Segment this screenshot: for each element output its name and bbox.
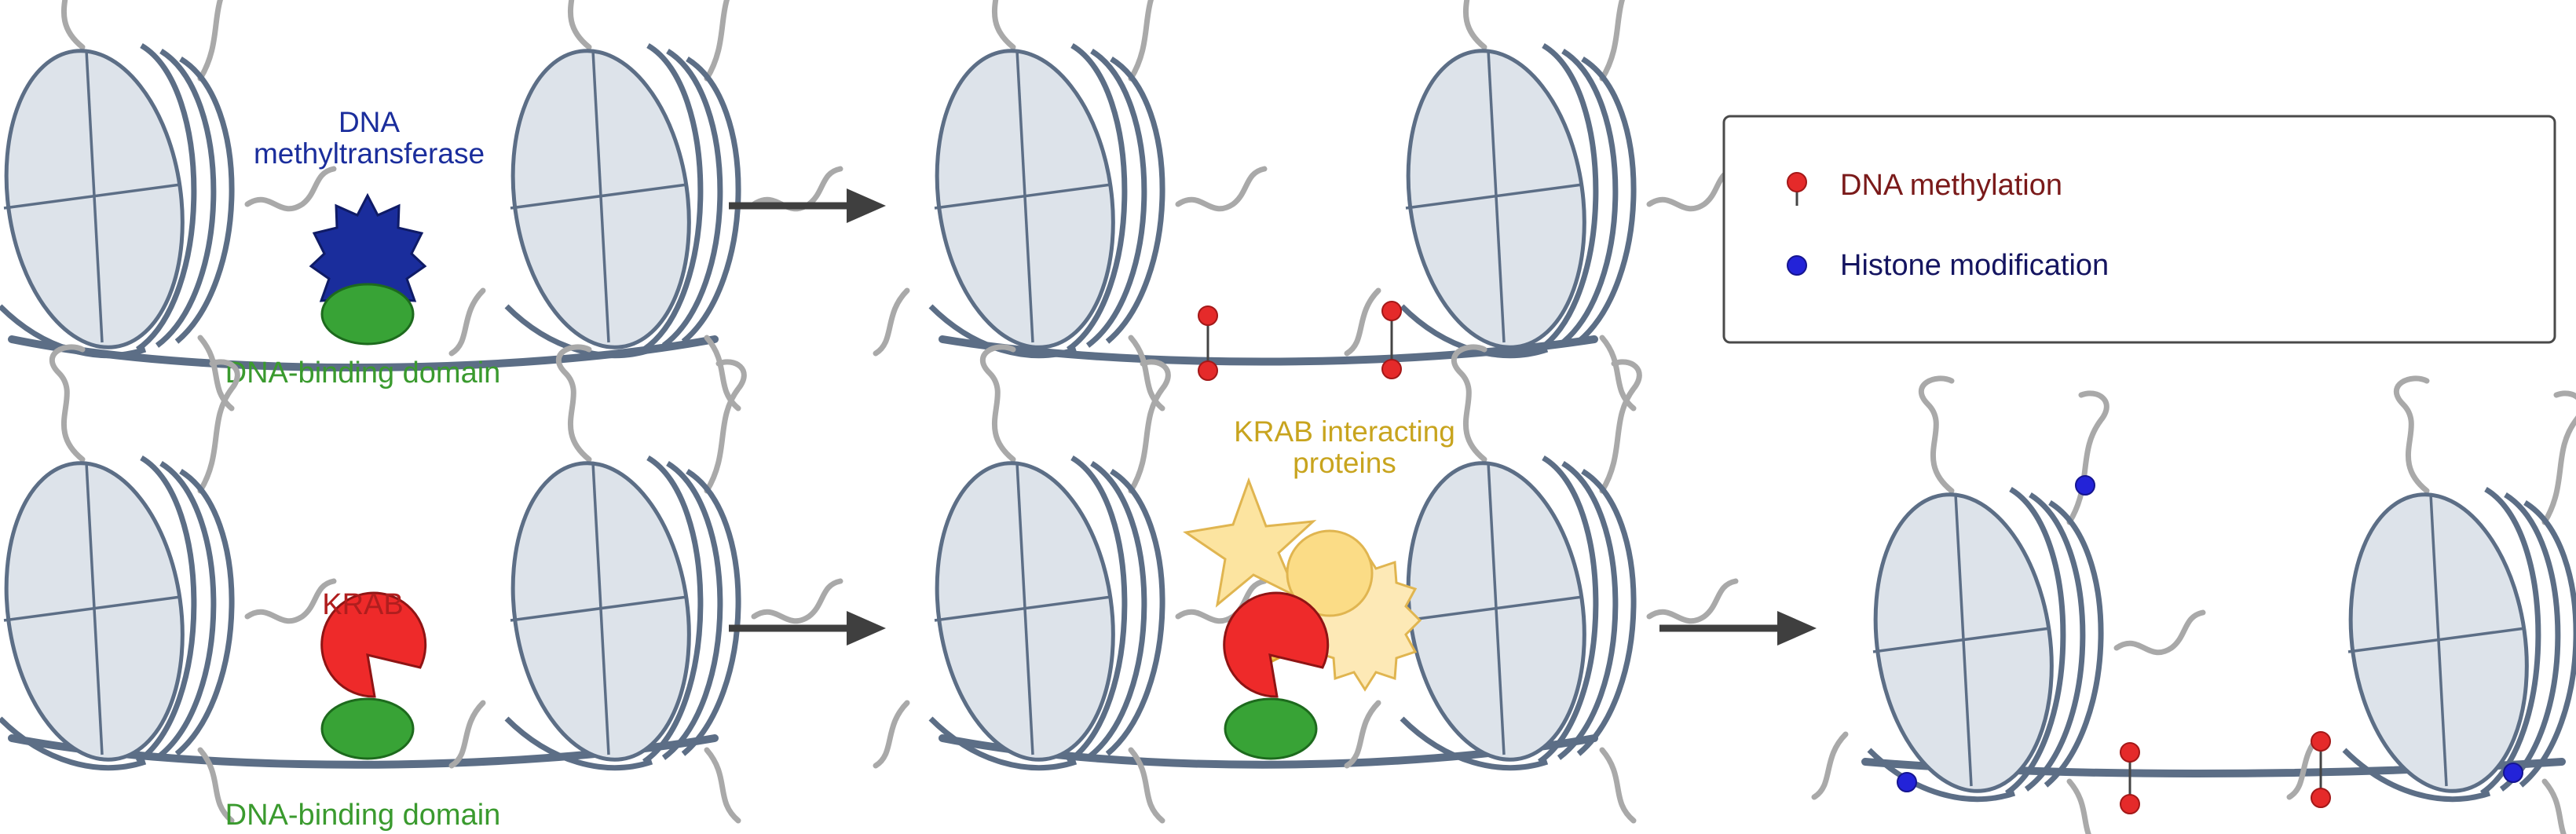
methylation-mark [2311, 731, 2331, 808]
dna-binding-domain [1224, 697, 1318, 760]
krab-interacting-label-line2: proteins [1293, 447, 1396, 479]
dna-binding-domain [320, 283, 415, 346]
histone-mark [2075, 475, 2095, 496]
arrow-bottom-2 [1659, 611, 1817, 646]
krab-domain [320, 591, 427, 698]
panel-bottom-right [1814, 379, 2576, 834]
krab-label: KRAB [322, 588, 403, 621]
dnmt-label-line1: DNA [338, 106, 400, 138]
legend-box [1722, 115, 2556, 344]
legend-label-histone: Histone modification [1840, 249, 2109, 282]
dna-binding-domain [320, 697, 415, 760]
panel-top-left: DNA methyltransferase DNA-binding domain [0, 0, 840, 408]
nucleosome [452, 347, 840, 821]
methylation-mark [2120, 742, 2140, 814]
nucleosome [0, 347, 334, 821]
nucleosome [876, 0, 1264, 408]
panel-bottom-middle: KRAB interacting proteins [876, 347, 1736, 821]
methylation-mark [1198, 305, 1218, 381]
histone-mark [1897, 772, 1917, 792]
histone-mark [2503, 763, 2523, 783]
panel-top-middle [876, 0, 1736, 408]
legend-methylation-icon [1787, 172, 1807, 206]
dna-strand [939, 335, 1598, 366]
panel-bottom-left: KRAB DNA-binding domain [0, 347, 840, 832]
dna-binding-domain-label: DNA-binding domain [225, 799, 501, 832]
legend: DNA methylation Histone modification [1722, 115, 2556, 344]
dna-binding-domain-label: DNA-binding domain [225, 357, 501, 390]
arrow-top [729, 188, 886, 223]
krab-interacting-label-line1: KRAB interacting [1234, 415, 1455, 448]
interacting-protein-star [1183, 477, 1317, 608]
legend-label-methylation: DNA methylation [1840, 169, 2062, 202]
krab-interacting-proteins [1183, 477, 1422, 692]
interacting-protein-circle [1286, 529, 1374, 617]
krab-domain [1223, 591, 1330, 698]
legend-histone-icon [1787, 255, 1807, 276]
nucleosome [876, 347, 1264, 821]
methylation-mark [1381, 301, 1402, 379]
nucleosome [1347, 0, 1736, 408]
dnmt-label-line2: methyltransferase [254, 137, 485, 170]
